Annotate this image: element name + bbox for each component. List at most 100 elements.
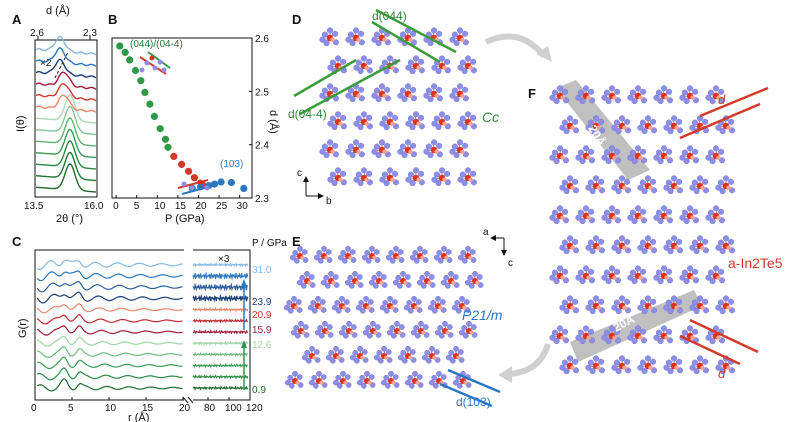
e-structure-unit bbox=[379, 295, 399, 314]
f-plane-line-4 bbox=[679, 334, 741, 366]
b-point-0-5 bbox=[141, 88, 149, 96]
c-break-mark-2 bbox=[187, 396, 194, 404]
f-structure-unit bbox=[585, 115, 606, 135]
d-axis-c: c bbox=[297, 168, 302, 179]
f-structure-unit bbox=[611, 295, 632, 315]
a-scale-note: ×2 bbox=[40, 58, 52, 69]
e-structure-unit bbox=[440, 270, 460, 289]
e-structure-unit bbox=[284, 370, 304, 389]
a-top-tick-1: 2.6 bbox=[30, 28, 44, 39]
b-xtick-label: 20 bbox=[195, 201, 207, 212]
b-point-0-7 bbox=[150, 112, 158, 120]
f-plane-label-bottom: d bbox=[718, 366, 726, 381]
c-curve-extended bbox=[192, 282, 248, 292]
c-curve bbox=[36, 378, 183, 392]
f-plane-line-2 bbox=[679, 102, 761, 140]
arrow-d-to-f bbox=[484, 33, 547, 58]
c-pressure-label: 12.6 bbox=[252, 340, 272, 351]
f-structure-unit bbox=[679, 85, 700, 105]
d-structure-unit bbox=[353, 167, 373, 187]
e-structure-unit bbox=[313, 245, 333, 264]
c-xtick-label: 0 bbox=[31, 403, 37, 414]
e-axes bbox=[490, 235, 507, 256]
d-axis-b: b bbox=[326, 196, 332, 207]
c-pressure-label: 15.9 bbox=[252, 325, 272, 336]
a-curve bbox=[35, 71, 97, 90]
panel-e-structure bbox=[283, 245, 484, 389]
e-structure-unit bbox=[428, 370, 448, 389]
c-xtick-label: 80 bbox=[204, 403, 216, 414]
e-structure-unit bbox=[307, 295, 327, 314]
c-curve-extended bbox=[192, 340, 249, 346]
b-xtick-label: 25 bbox=[216, 201, 228, 212]
f-plane-line-3 bbox=[689, 318, 759, 354]
a-curve bbox=[35, 47, 97, 67]
f-structure-unit bbox=[663, 355, 684, 375]
c-curve-extended bbox=[192, 362, 249, 369]
d-structure-unit bbox=[449, 139, 469, 159]
e-structure-unit bbox=[368, 270, 388, 289]
f-structure-unit bbox=[585, 295, 606, 315]
f-structure-unit bbox=[549, 325, 570, 345]
f-structure-unit bbox=[689, 115, 710, 135]
a-curve bbox=[35, 82, 97, 102]
b-xtick-label: 10 bbox=[154, 201, 166, 212]
d-structure-unit bbox=[327, 111, 347, 131]
e-structure-unit bbox=[392, 270, 412, 289]
f-structure-unit bbox=[575, 325, 596, 345]
d-plane-left-label: d(04-4) bbox=[288, 107, 327, 121]
e-structure-unit bbox=[397, 345, 417, 364]
f-structure-unit bbox=[611, 175, 632, 195]
f-structure-unit bbox=[585, 235, 606, 255]
b-xtick-label: 15 bbox=[175, 201, 187, 212]
f-structure-unit bbox=[559, 355, 580, 375]
a-ylabel: I(θ) bbox=[15, 116, 27, 133]
e-structure-unit bbox=[361, 245, 381, 264]
c-curve-extended bbox=[192, 262, 249, 268]
f-structure-unit bbox=[575, 85, 596, 105]
f-structure-unit bbox=[585, 175, 606, 195]
a-curve bbox=[35, 105, 97, 136]
e-structure-unit bbox=[290, 320, 310, 339]
a-curve bbox=[35, 140, 97, 170]
c-pressure-header: P / GPa bbox=[252, 238, 287, 249]
f-structure-unit bbox=[715, 355, 736, 375]
f-structure-unit bbox=[601, 325, 622, 345]
b-ytick-label: 2.4 bbox=[255, 141, 269, 152]
c-pressure-label: 23.9 bbox=[252, 297, 272, 308]
e-structure-unit bbox=[385, 245, 405, 264]
e-structure-unit bbox=[464, 270, 484, 289]
f-structure-unit bbox=[559, 175, 580, 195]
c-xtick-label: 100 bbox=[225, 403, 242, 414]
d-plane-lines bbox=[293, 8, 457, 116]
c-frame bbox=[34, 249, 251, 401]
b-ytick-label: 2.6 bbox=[255, 34, 269, 45]
c-pressure-labels: 31.023.920.915.912.60.9 bbox=[241, 265, 272, 396]
f-structure-unit bbox=[663, 295, 684, 315]
panel-a-xrd: d (Å) 2.6 2.3 ×2 I(θ) 13.5 16.0 2θ (°) bbox=[15, 4, 104, 225]
f-structure-unit bbox=[679, 205, 700, 225]
e-plane-line-2 bbox=[439, 382, 493, 408]
f-structure-unit bbox=[627, 205, 648, 225]
panel-f-structure bbox=[549, 80, 736, 375]
d-structure-unit bbox=[345, 83, 365, 103]
d-structure-unit bbox=[319, 139, 339, 159]
f-structure-unit bbox=[575, 265, 596, 285]
b-ylabel: d (Å) bbox=[267, 110, 280, 134]
f-structure-unit bbox=[549, 205, 570, 225]
d-structure-unit bbox=[371, 83, 391, 103]
b-point-0-3 bbox=[131, 66, 140, 75]
d-structure-unit bbox=[379, 111, 399, 131]
arrow-f-to-e bbox=[507, 343, 551, 377]
c-curve-extended bbox=[192, 318, 248, 324]
a-xlabel: 2θ (°) bbox=[56, 213, 83, 225]
c-xtick-label: 20 bbox=[179, 403, 191, 414]
f-structure-unit bbox=[575, 205, 596, 225]
e-structure-unit bbox=[331, 295, 351, 314]
e-structure-unit bbox=[332, 370, 352, 389]
arrow-d-to-f-head bbox=[536, 46, 552, 62]
a-curves bbox=[35, 35, 97, 193]
f-structure-unit bbox=[637, 355, 658, 375]
b-point-0-6 bbox=[146, 100, 154, 108]
